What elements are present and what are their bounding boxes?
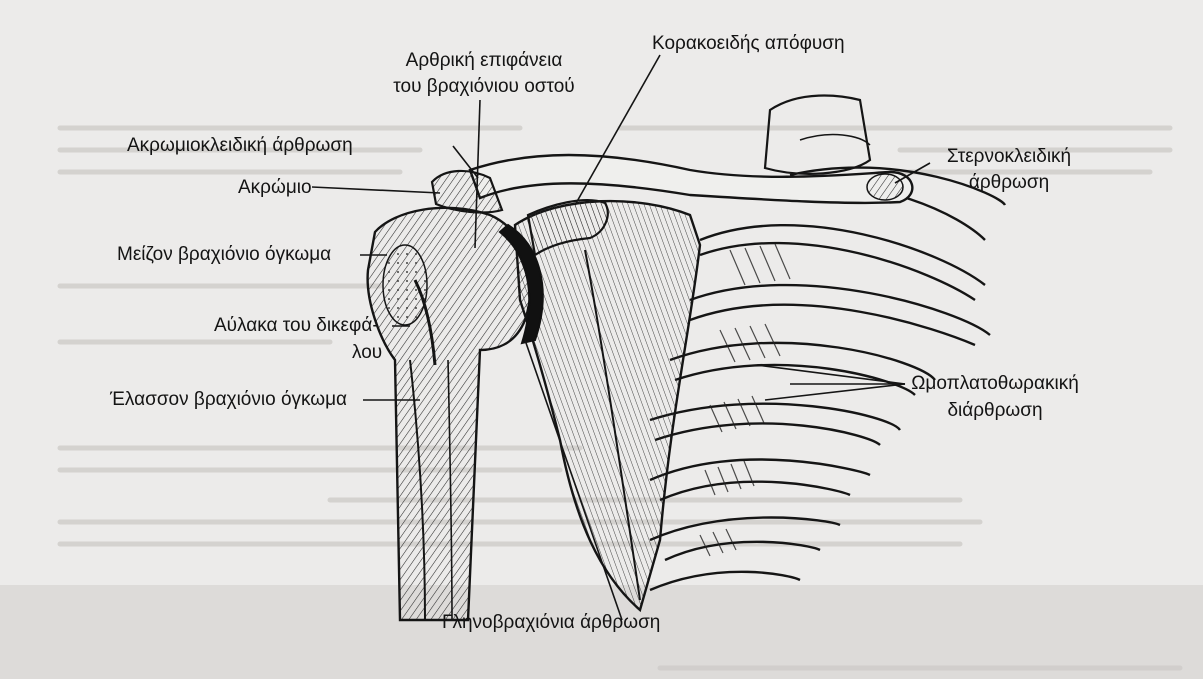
label-coracoid-process: Κορακοειδής απόφυση: [652, 33, 845, 55]
label-acromion: Ακρώμιο: [238, 177, 312, 199]
label-articular-surface-line1: Αρθρική επιφάνεια: [398, 50, 570, 72]
label-articular-surface-line2: του βραχιόνιου οστού: [378, 76, 590, 98]
label-scapulothoracic-line1: Ωμοπλατοθωρακική: [905, 373, 1085, 395]
label-sternoclavicular-line2: άρθρωση: [934, 172, 1084, 194]
label-bicipital-groove-line2: λου: [352, 342, 382, 364]
label-lesser-tuberosity: Έλασσον βραχιόνιο όγκωμα: [110, 389, 347, 411]
label-scapulothoracic-line2: διάρθρωση: [905, 400, 1085, 422]
label-greater-tuberosity: Μείζον βραχιόνιο όγκωμα: [117, 244, 331, 266]
label-sternoclavicular-line1: Στερνοκλειδική: [934, 146, 1084, 168]
label-glenohumeral-joint: Γληνοβραχιόνια άρθρωση: [442, 612, 660, 634]
greater-tuberosity-shade: [383, 245, 427, 325]
sternal-end: [867, 174, 903, 200]
label-bicipital-groove-line1: Αύλακα του δικεφά-: [214, 315, 379, 337]
label-acromioclavicular-joint: Ακρωμιοκλειδική άρθρωση: [127, 135, 353, 157]
